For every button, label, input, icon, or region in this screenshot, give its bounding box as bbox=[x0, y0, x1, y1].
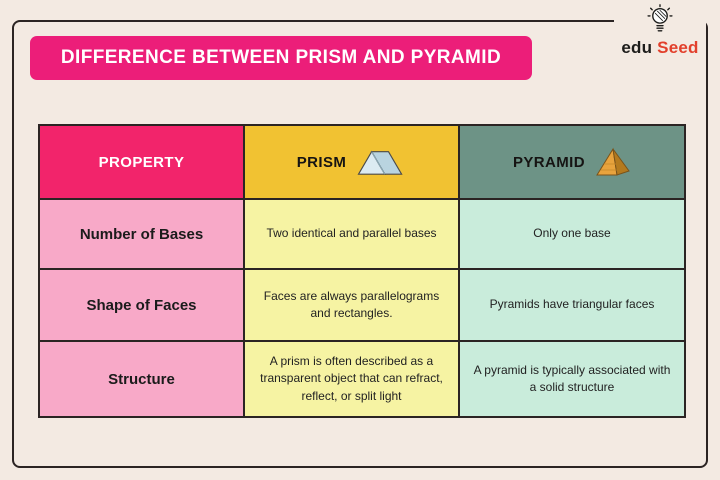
table-row: Structure A prism is often described as … bbox=[38, 340, 686, 418]
row-pyramid-value: Pyramids have triangular faces bbox=[458, 268, 686, 342]
header-cell-prism: PRISM bbox=[243, 124, 460, 200]
row-prism-value: Faces are always parallelograms and rect… bbox=[243, 268, 460, 342]
pyramid-icon bbox=[596, 147, 630, 176]
row-pyramid-value: A pyramid is typically associated with a… bbox=[458, 340, 686, 418]
table-row: Number of Bases Two identical and parall… bbox=[38, 198, 686, 270]
brand-logo-seed: Seed bbox=[657, 38, 699, 57]
table-header-row: PROPERTY PRISM PYRAMID bbox=[38, 124, 686, 200]
header-cell-pyramid: PYRAMID bbox=[458, 124, 686, 200]
row-property-label: Structure bbox=[38, 340, 245, 418]
page-title: DIFFERENCE BETWEEN PRISM AND PYRAMID bbox=[30, 36, 532, 80]
brand-logo: edu Seed bbox=[614, 2, 706, 62]
prism-icon bbox=[357, 150, 403, 175]
table-row: Shape of Faces Faces are always parallel… bbox=[38, 268, 686, 342]
row-prism-value: Two identical and parallel bases bbox=[243, 198, 460, 270]
brand-logo-edu: edu bbox=[621, 38, 653, 57]
header-prism-label: PRISM bbox=[296, 153, 347, 171]
brand-logo-text: edu Seed bbox=[616, 38, 704, 58]
page-title-text: DIFFERENCE BETWEEN PRISM AND PYRAMID bbox=[60, 47, 502, 68]
comparison-table: PROPERTY PRISM PYRAMID bbox=[38, 124, 686, 418]
header-property-label: PROPERTY bbox=[98, 153, 185, 171]
row-pyramid-value: Only one base bbox=[458, 198, 686, 270]
header-cell-property: PROPERTY bbox=[38, 124, 245, 200]
lightbulb-icon bbox=[647, 4, 673, 32]
row-property-label: Shape of Faces bbox=[38, 268, 245, 342]
row-property-label: Number of Bases bbox=[38, 198, 245, 270]
header-pyramid-label: PYRAMID bbox=[513, 153, 585, 171]
row-prism-value: A prism is often described as a transpar… bbox=[243, 340, 460, 418]
